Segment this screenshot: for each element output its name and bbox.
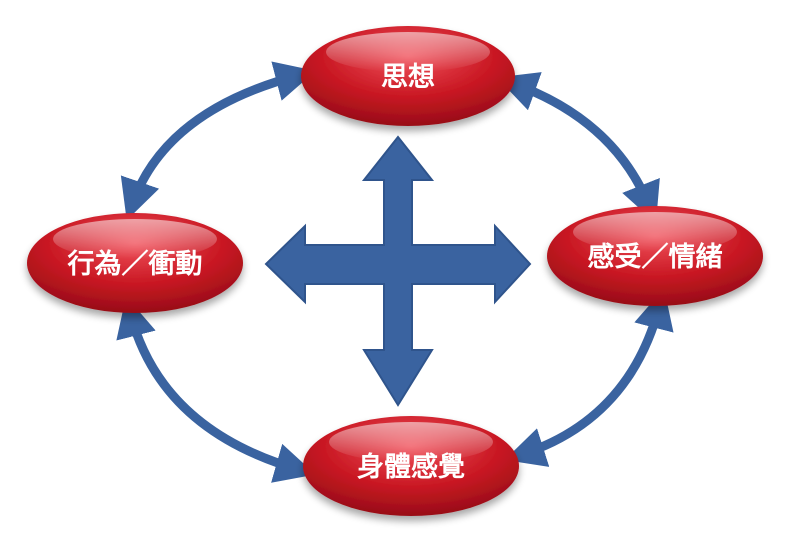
node-thought-label: 思想	[381, 62, 435, 93]
node-behavior-label: 行為／衝動	[67, 248, 203, 280]
node-body: 身體感覺	[303, 416, 519, 516]
node-feeling-label: 感受／情緒	[588, 241, 723, 273]
arrow-left-bottom	[116, 296, 316, 483]
four-way-arrow-icon	[264, 135, 532, 407]
connector-arrows	[116, 61, 674, 483]
arrow-top-left	[120, 61, 316, 221]
node-feeling: 感受／情緒	[547, 206, 763, 306]
node-behavior: 行為／衝動	[27, 213, 243, 313]
arrow-top-right	[496, 72, 660, 224]
node-thought: 思想	[301, 26, 515, 126]
node-body-label: 身體感覺	[357, 451, 465, 483]
arrow-right-bottom	[504, 288, 674, 467]
